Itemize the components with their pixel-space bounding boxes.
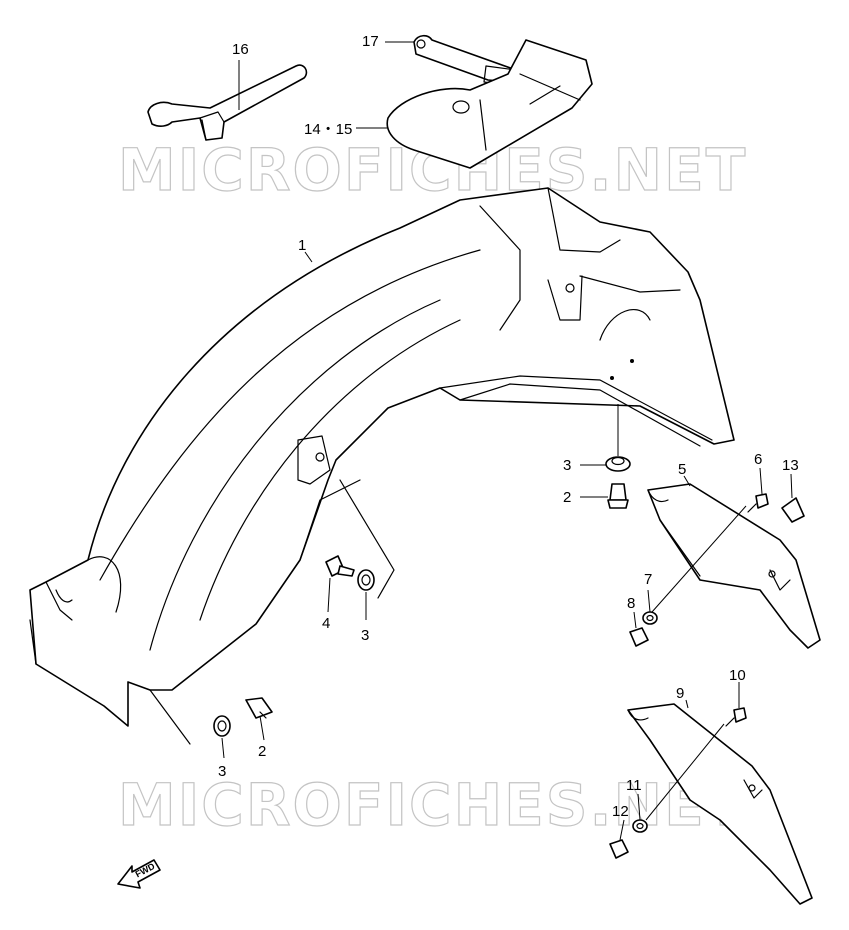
callout-2-upper: 2: [563, 489, 571, 506]
callout-3-center: 3: [361, 627, 369, 644]
callout-6: 6: [754, 451, 762, 468]
callout-3-lower: 3: [218, 763, 226, 780]
part-12-nut[interactable]: [609, 839, 629, 859]
callout-8: 8: [627, 595, 635, 612]
part-6-screw[interactable]: [747, 493, 769, 513]
callout-16: 16: [232, 41, 249, 58]
callout-14-15: 14・15: [304, 121, 352, 138]
callout-11: 11: [626, 777, 642, 794]
callout-9: 9: [676, 685, 684, 702]
watermark-bottom: MICROFICHES.NET: [118, 771, 747, 839]
callout-1: 1: [298, 237, 306, 254]
part-11-washer[interactable]: [632, 819, 648, 833]
part-16-tool[interactable]: [147, 64, 308, 141]
part-3-washer-center[interactable]: [357, 569, 375, 591]
callout-4: 4: [322, 615, 330, 632]
part-3-nut-upper[interactable]: [605, 456, 631, 472]
callout-13: 13: [782, 457, 799, 474]
part-5-license-bracket[interactable]: [647, 483, 821, 649]
part-2-bolt-lower[interactable]: [245, 697, 273, 719]
part-10-screw[interactable]: [725, 707, 747, 727]
callout-12: 12: [612, 803, 629, 820]
part-1-rear-fender[interactable]: [29, 187, 735, 745]
part-3-washer-lower[interactable]: [213, 715, 231, 737]
callout-10: 10: [729, 667, 746, 684]
callout-2-lower: 2: [258, 743, 266, 760]
part-8-nut[interactable]: [629, 627, 649, 647]
callout-7: 7: [644, 571, 652, 588]
part-14-15-tail-cover[interactable]: [386, 39, 593, 169]
callout-5: 5: [678, 461, 686, 478]
leader-lines: [221, 41, 793, 841]
part-13-clip[interactable]: [781, 497, 805, 523]
part-4-bolt[interactable]: [325, 555, 355, 577]
callout-3-upper: 3: [563, 457, 571, 474]
fwd-arrow-icon: FWD: [117, 859, 161, 889]
part-2-bolt-upper[interactable]: [607, 483, 629, 509]
part-7-washer[interactable]: [642, 611, 658, 625]
part-9-license-bracket[interactable]: [627, 703, 813, 905]
callout-17: 17: [362, 33, 379, 50]
